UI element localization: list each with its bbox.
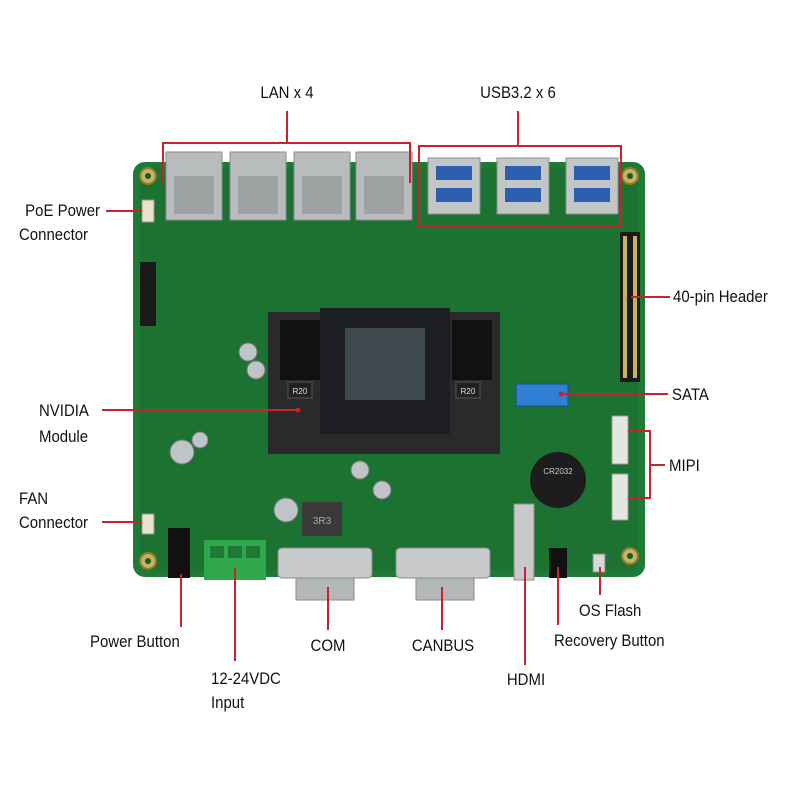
- label-nvidia-line2: Module: [39, 427, 89, 446]
- label-power-button: Power Button: [90, 632, 180, 651]
- db9-connectors: [277, 547, 491, 601]
- label-poe-line2: Connector: [19, 225, 89, 244]
- label-recovery-button: Recovery Button: [554, 631, 665, 650]
- label-com: COM: [310, 636, 346, 655]
- fan-connector: [141, 513, 155, 535]
- left-pin-header: [140, 262, 156, 326]
- label-fan-line2: Connector: [19, 513, 89, 532]
- module-cap-label-b: R20: [461, 387, 476, 396]
- label-sata: SATA: [672, 385, 709, 404]
- power-button: [168, 528, 190, 578]
- label-lan: LAN x 4: [260, 83, 314, 102]
- label-hdmi: HDMI: [506, 670, 546, 689]
- poe-connector: [141, 199, 155, 223]
- inductor-label: 3R3: [313, 516, 332, 527]
- lan-ports: [165, 151, 413, 221]
- label-vdc-line1: 12-24VDC: [211, 669, 281, 688]
- label-os-flash: OS Flash: [579, 601, 642, 620]
- label-vdc-line2: Input: [211, 693, 245, 712]
- label-poe-line1: PoE Power: [25, 201, 100, 220]
- label-header40: 40-pin Header: [673, 287, 768, 306]
- battery-label: CR2032: [543, 467, 573, 476]
- usb-ports: [427, 157, 619, 215]
- coin-battery: CR2032: [530, 452, 586, 508]
- recovery-button: [549, 548, 567, 578]
- label-nvidia-line1: NVIDIA: [39, 401, 89, 420]
- label-mipi: MIPI: [669, 456, 700, 475]
- mipi-connectors: [611, 415, 629, 521]
- callout-lines: [102, 111, 670, 665]
- pin-header-40: [620, 232, 640, 382]
- usb-bracket: [418, 145, 622, 228]
- inductor: 3R3: [302, 502, 342, 536]
- nvidia-module: R20 R20: [268, 308, 500, 454]
- capacitors: [169, 342, 392, 523]
- module-cap-label-a: R20: [293, 387, 308, 396]
- label-canbus: CANBUS: [411, 636, 475, 655]
- label-fan-line1: FAN: [19, 489, 49, 508]
- label-usb: USB3.2 x 6: [480, 83, 556, 102]
